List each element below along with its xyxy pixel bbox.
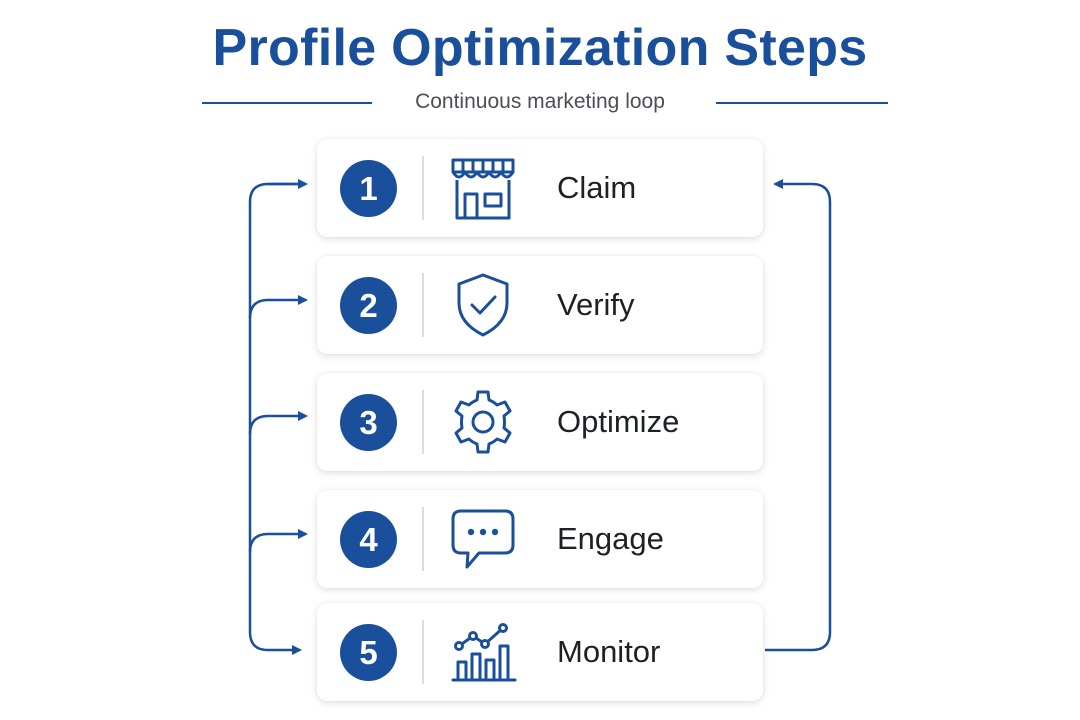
subtitle-row: Continuous marketing loop xyxy=(0,86,1080,120)
step-label: Verify xyxy=(557,287,635,322)
left-loop-branch-2 xyxy=(248,295,308,319)
card-divider xyxy=(422,390,424,454)
step-label: Claim xyxy=(557,170,637,205)
step-card-verify: 2 Verify xyxy=(317,256,763,354)
step-number-badge: 1 xyxy=(340,160,397,217)
subtitle: Continuous marketing loop xyxy=(415,90,665,113)
step-card-optimize: 3 Optimize xyxy=(317,373,763,471)
subtitle-rule-left xyxy=(202,102,372,104)
step-label: Monitor xyxy=(557,634,661,669)
step-number-badge: 2 xyxy=(340,277,397,334)
left-loop-trunk xyxy=(248,182,302,655)
card-divider xyxy=(422,156,424,220)
chat-bubble-icon xyxy=(451,509,515,569)
step-number-badge: 3 xyxy=(340,394,397,451)
left-loop-branch-4 xyxy=(248,529,308,553)
page-title: Profile Optimization Steps xyxy=(212,19,868,77)
step-card-claim: 1 Claim xyxy=(317,139,763,237)
gear-icon xyxy=(454,390,512,454)
growth-chart-icon xyxy=(451,623,517,682)
storefront-icon xyxy=(451,158,515,220)
subtitle-rule-right xyxy=(716,102,888,104)
right-return-loop xyxy=(765,179,832,652)
step-card-monitor: 5 Monitor xyxy=(317,603,763,701)
card-divider xyxy=(422,620,424,684)
step-card-engage: 4 Engage xyxy=(317,490,763,588)
step-number-badge: 5 xyxy=(340,624,397,681)
step-number-badge: 4 xyxy=(340,511,397,568)
shield-check-icon xyxy=(457,273,509,337)
card-divider xyxy=(422,507,424,571)
step-label: Engage xyxy=(557,521,664,556)
card-divider xyxy=(422,273,424,337)
step-label: Optimize xyxy=(557,404,680,439)
left-loop-branch-3 xyxy=(248,411,308,435)
